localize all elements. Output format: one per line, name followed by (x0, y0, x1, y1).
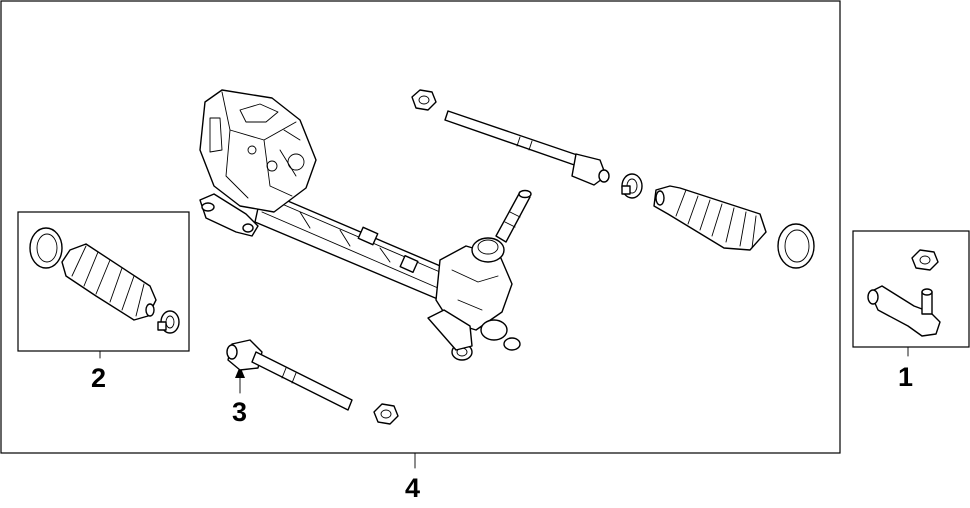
inner-tie-rod-upper-icon (444, 110, 610, 186)
outer-tie-rod-end-icon (867, 285, 941, 337)
boot-clamp-kit-icon (157, 310, 180, 334)
boot-kit-frame (17, 211, 190, 352)
rack-boot-kit-icon (61, 243, 157, 321)
boot-ring-kit-icon (29, 227, 63, 269)
boot-ring-upper-icon (777, 223, 815, 269)
rack-boot-upper-icon (653, 185, 767, 251)
leader-arrow-3 (235, 366, 245, 394)
boot-clamp-upper-icon (621, 173, 643, 199)
callout-3: 3 (232, 397, 247, 427)
inner-tie-rod-lower-icon (226, 339, 353, 411)
callout-2: 2 (91, 363, 106, 393)
callout-4: 4 (405, 473, 420, 503)
tie-rod-end-frame (852, 230, 970, 348)
hex-nut-kit-icon (911, 249, 939, 271)
hex-nut-lower-icon (373, 403, 399, 425)
callout-1: 1 (898, 362, 913, 392)
hex-nut-upper-icon (411, 89, 437, 111)
steering-rack-assembly-icon (199, 89, 532, 361)
main-assembly-frame (0, 0, 841, 454)
